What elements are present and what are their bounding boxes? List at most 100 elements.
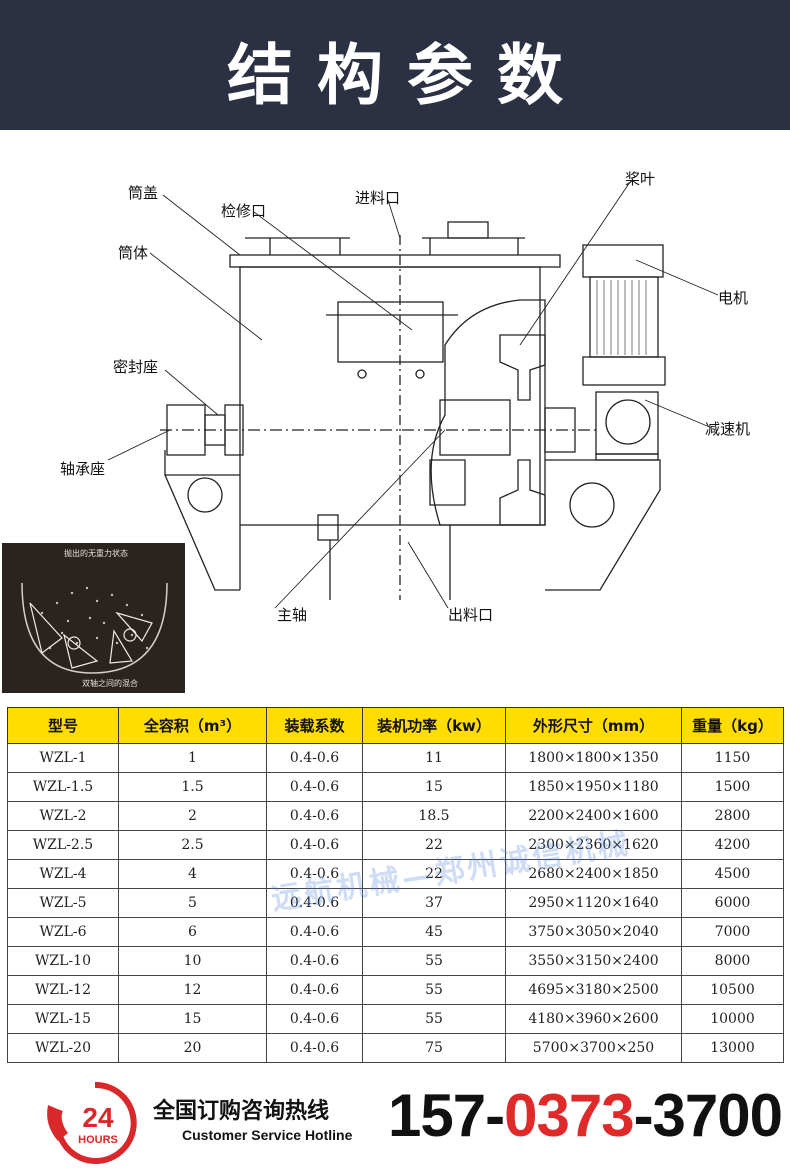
cell-model: WZL-5 bbox=[7, 888, 119, 918]
cell-volume: 12 bbox=[118, 975, 267, 1005]
cell-load-factor: 0.4-0.6 bbox=[266, 801, 363, 831]
table-row: WZL-1 1 0.4-0.6 11 1800×1800×1350 1150 bbox=[7, 743, 784, 773]
cell-dimensions: 5700×3700×250 bbox=[505, 1033, 682, 1063]
label-jianxiukou: 检修口 bbox=[221, 202, 267, 220]
phone-part-1: 157- bbox=[388, 1082, 505, 1149]
label-tongti: 筒体 bbox=[118, 244, 149, 262]
table-row: WZL-1.5 1.5 0.4-0.6 15 1850×1950×1180 15… bbox=[7, 772, 784, 802]
cell-model: WZL-1.5 bbox=[7, 772, 119, 802]
cell-model: WZL-20 bbox=[7, 1033, 119, 1063]
cell-model: WZL-12 bbox=[7, 975, 119, 1005]
cell-volume: 6 bbox=[118, 917, 267, 947]
table-row: WZL-15 15 0.4-0.6 55 4180×3960×2600 1000… bbox=[7, 1004, 784, 1034]
table-row: WZL-6 6 0.4-0.6 45 3750×3050×2040 7000 bbox=[7, 917, 784, 947]
cell-power: 22 bbox=[362, 830, 506, 860]
cell-weight: 4200 bbox=[681, 830, 784, 860]
cell-load-factor: 0.4-0.6 bbox=[266, 917, 363, 947]
cell-volume: 4 bbox=[118, 859, 267, 889]
cell-dimensions: 2200×2400×1600 bbox=[505, 801, 682, 831]
cell-load-factor: 0.4-0.6 bbox=[266, 743, 363, 773]
header-power: 装机功率（kw） bbox=[362, 707, 506, 744]
cell-weight: 2800 bbox=[681, 801, 784, 831]
header-weight: 重量（kg） bbox=[681, 707, 784, 744]
cell-weight: 10000 bbox=[681, 1004, 784, 1034]
table-row: WZL-20 20 0.4-0.6 75 5700×3700×250 13000 bbox=[7, 1033, 784, 1063]
cell-model: WZL-2 bbox=[7, 801, 119, 831]
cell-dimensions: 1800×1800×1350 bbox=[505, 743, 682, 773]
table-row: WZL-12 12 0.4-0.6 55 4695×3180×2500 1050… bbox=[7, 975, 784, 1005]
cell-model: WZL-10 bbox=[7, 946, 119, 976]
cell-power: 11 bbox=[362, 743, 506, 773]
cell-dimensions: 2950×1120×1640 bbox=[505, 888, 682, 918]
cell-weight: 7000 bbox=[681, 917, 784, 947]
mixing-inset-image: 抛出的无重力状态 双轴之间的混合 bbox=[2, 543, 185, 693]
header-model: 型号 bbox=[7, 707, 119, 744]
cell-model: WZL-4 bbox=[7, 859, 119, 889]
cell-load-factor: 0.4-0.6 bbox=[266, 1033, 363, 1063]
cell-dimensions: 2680×2400×1850 bbox=[505, 859, 682, 889]
cell-load-factor: 0.4-0.6 bbox=[266, 946, 363, 976]
cell-power: 75 bbox=[362, 1033, 506, 1063]
cell-load-factor: 0.4-0.6 bbox=[266, 772, 363, 802]
cell-weight: 1500 bbox=[681, 772, 784, 802]
phone-part-2: 0373 bbox=[504, 1082, 634, 1149]
cell-weight: 13000 bbox=[681, 1033, 784, 1063]
cell-weight: 1150 bbox=[681, 743, 784, 773]
cell-volume: 2 bbox=[118, 801, 267, 831]
cell-load-factor: 0.4-0.6 bbox=[266, 888, 363, 918]
header-load-factor: 装载系数 bbox=[266, 707, 363, 744]
cell-dimensions: 1850×1950×1180 bbox=[505, 772, 682, 802]
cell-power: 55 bbox=[362, 946, 506, 976]
cell-load-factor: 0.4-0.6 bbox=[266, 975, 363, 1005]
cell-weight: 10500 bbox=[681, 975, 784, 1005]
cell-volume: 10 bbox=[118, 946, 267, 976]
cell-load-factor: 0.4-0.6 bbox=[266, 1004, 363, 1034]
label-dianji: 电机 bbox=[718, 289, 749, 307]
label-tonggai: 筒盖 bbox=[128, 184, 159, 202]
label-mifengzuo: 密封座 bbox=[113, 358, 159, 376]
label-jinliaokou: 进料口 bbox=[355, 189, 401, 207]
header-dimensions: 外形尺寸（mm） bbox=[505, 707, 682, 744]
cell-volume: 1.5 bbox=[118, 772, 267, 802]
inset-caption-bottom: 双轴之间的混合 bbox=[82, 679, 138, 688]
table-row: WZL-4 4 0.4-0.6 22 2680×2400×1850 4500 bbox=[7, 859, 784, 889]
cell-dimensions: 4180×3960×2600 bbox=[505, 1004, 682, 1034]
cell-model: WZL-15 bbox=[7, 1004, 119, 1034]
cell-dimensions: 2300×2360×1620 bbox=[505, 830, 682, 860]
cell-load-factor: 0.4-0.6 bbox=[266, 830, 363, 860]
table-row: WZL-10 10 0.4-0.6 55 3550×3150×2400 8000 bbox=[7, 946, 784, 976]
structure-diagram: 筒盖 检修口 进料口 桨叶 筒体 电机 密封座 减速机 轴承座 主轴 出料口 bbox=[0, 130, 790, 705]
cell-weight: 6000 bbox=[681, 888, 784, 918]
label-zhouchengzuo: 轴承座 bbox=[60, 460, 106, 478]
lid-shape bbox=[229, 254, 561, 268]
cell-volume: 20 bbox=[118, 1033, 267, 1063]
cell-power: 37 bbox=[362, 888, 506, 918]
label-jiangye: 桨叶 bbox=[625, 170, 656, 188]
badge-text: HOURS bbox=[78, 1134, 118, 1146]
cell-weight: 8000 bbox=[681, 946, 784, 976]
cell-model: WZL-1 bbox=[7, 743, 119, 773]
cell-power: 18.5 bbox=[362, 801, 506, 831]
phone-number: 157-0373-3700 bbox=[388, 1081, 783, 1150]
cell-load-factor: 0.4-0.6 bbox=[266, 859, 363, 889]
cell-weight: 4500 bbox=[681, 859, 784, 889]
cell-power: 45 bbox=[362, 917, 506, 947]
cell-dimensions: 3750×3050×2040 bbox=[505, 917, 682, 947]
cell-power: 55 bbox=[362, 975, 506, 1005]
label-jiansuji: 减速机 bbox=[705, 420, 751, 438]
24-hours-badge: 24 HOURS bbox=[47, 1081, 137, 1164]
hotline-title-en: Customer Service Hotline bbox=[182, 1127, 353, 1143]
badge-number: 24 bbox=[82, 1102, 114, 1133]
cell-volume: 5 bbox=[118, 888, 267, 918]
hotline-title-cn: 全国订购咨询热线 bbox=[153, 1099, 330, 1124]
body-shape bbox=[239, 266, 541, 526]
hotline-footer: 24 HOURS 全国订购咨询热线 Customer Service Hotli… bbox=[0, 1075, 790, 1169]
table-row: WZL-2.5 2.5 0.4-0.6 22 2300×2360×1620 42… bbox=[7, 830, 784, 860]
cell-volume: 1 bbox=[118, 743, 267, 773]
cell-dimensions: 4695×3180×2500 bbox=[505, 975, 682, 1005]
cell-dimensions: 3550×3150×2400 bbox=[505, 946, 682, 976]
cell-power: 22 bbox=[362, 859, 506, 889]
cell-model: WZL-2.5 bbox=[7, 830, 119, 860]
label-zhuzhou: 主轴 bbox=[277, 606, 308, 624]
cell-volume: 2.5 bbox=[118, 830, 267, 860]
